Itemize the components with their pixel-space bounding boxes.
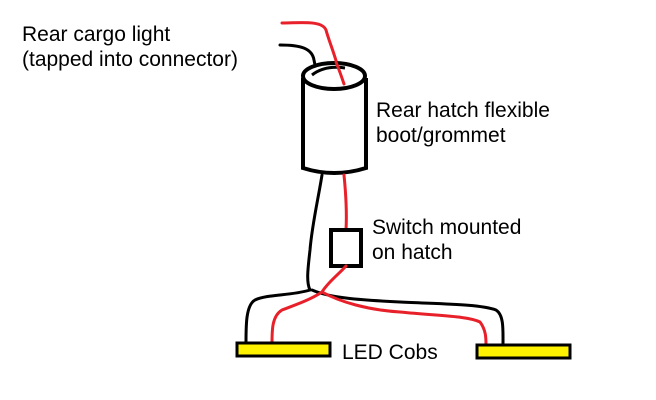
led-cobs-label-text: LED Cobs — [342, 341, 438, 364]
switch-label-line-2: on hatch — [372, 241, 453, 264]
hatch-boot-grommet — [301, 61, 368, 175]
led-cob-right — [475, 343, 572, 360]
red-wire-from-switch — [320, 264, 348, 294]
boot-label-line-2: boot/grommet — [376, 124, 506, 147]
boot-label: Rear hatch flexible boot/grommet — [376, 98, 550, 148]
black-wire-right-led — [310, 288, 505, 347]
cargo-light-label: Rear cargo light (tapped into connector) — [22, 22, 238, 72]
black-wire-trunk — [306, 173, 324, 292]
switch-label: Switch mounted on hatch — [372, 215, 521, 265]
led-cobs-label: LED Cobs — [342, 340, 438, 365]
switch-label-line-1: Switch mounted — [372, 216, 522, 239]
red-wire-boot-entry — [334, 60, 346, 86]
hatch-switch — [329, 228, 363, 268]
red-wire-right-led — [320, 290, 488, 347]
led-cob-left — [235, 341, 332, 358]
red-wire-left-led — [270, 290, 324, 345]
cargo-light-label-line-2: (tapped into connector) — [22, 48, 238, 71]
red-wire-to-switch — [342, 173, 348, 232]
cargo-light-label-line-1: Rear cargo light — [22, 23, 171, 46]
black-wire-left-led — [244, 288, 312, 344]
boot-label-line-1: Rear hatch flexible — [376, 99, 550, 122]
